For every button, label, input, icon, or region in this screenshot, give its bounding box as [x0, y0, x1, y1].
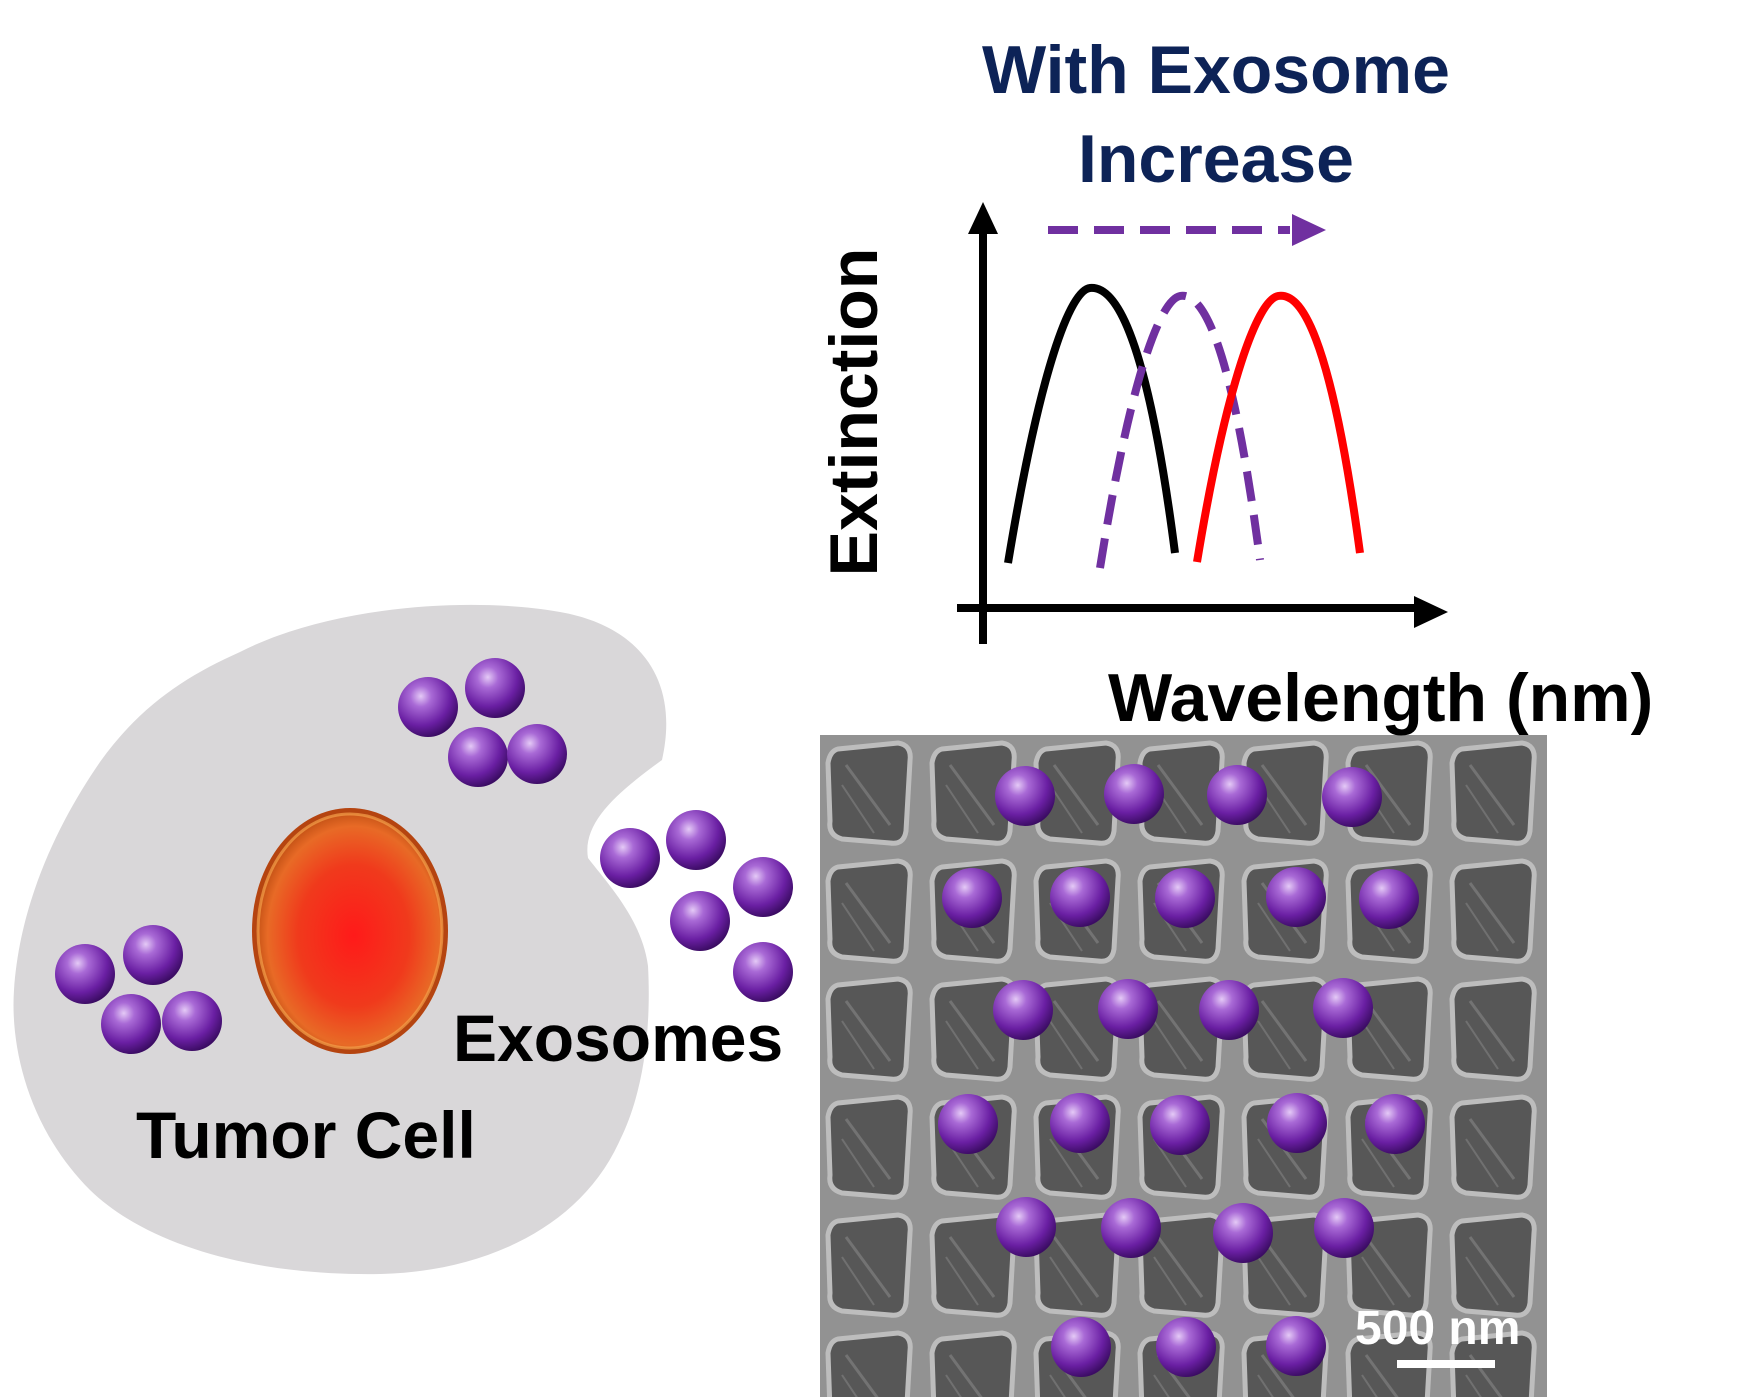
- exosome-sphere-icon: [1365, 1094, 1425, 1154]
- redshift-arrow-icon: [1048, 214, 1326, 246]
- exosome-sphere-icon: [1207, 765, 1267, 825]
- exosome-sphere-icon: [123, 925, 183, 985]
- exosome-sphere-icon: [1359, 869, 1419, 929]
- exosome-sphere-icon: [101, 994, 161, 1054]
- exosome-sphere-icon: [938, 1094, 998, 1154]
- exosome-sphere-icon: [465, 658, 525, 718]
- exosome-sphere-icon: [1267, 1093, 1327, 1153]
- x-axis-label: Wavelength (nm): [1108, 660, 1654, 736]
- exosome-sphere-icon: [1050, 867, 1110, 927]
- exosome-sphere-icon: [507, 724, 567, 784]
- exosome-sphere-icon: [1104, 764, 1164, 824]
- exosome-sphere-icon: [1156, 1317, 1216, 1377]
- exosome-sphere-icon: [670, 891, 730, 951]
- graph-title-line1: With Exosome: [982, 32, 1450, 108]
- spectrum-curve-after: [1193, 291, 1364, 563]
- exosome-sphere-icon: [1050, 1093, 1110, 1153]
- exosome-sphere-icon: [1313, 978, 1373, 1038]
- exosome-sphere-icon: [995, 766, 1055, 826]
- exosome-sphere-icon: [1322, 767, 1382, 827]
- exosome-sphere-icon: [733, 942, 793, 1002]
- scale-bar-label: 500 nm: [1355, 1302, 1521, 1355]
- exosome-cluster-top: [398, 658, 567, 787]
- exosome-sphere-icon: [1101, 1198, 1161, 1258]
- spectrum-curve-mid: [1096, 291, 1264, 569]
- exosome-sphere-icon: [996, 1197, 1056, 1257]
- exosomes-label: Exosomes: [453, 1001, 784, 1075]
- exosome-sphere-icon: [448, 727, 508, 787]
- exosome-sphere-icon: [1051, 1317, 1111, 1377]
- exosome-sphere-icon: [1155, 868, 1215, 928]
- exosome-sphere-icon: [1150, 1095, 1210, 1155]
- y-axis-label: Extinction: [816, 247, 892, 577]
- exosome-cluster-released: [600, 810, 793, 1002]
- spectrum-curve-before: [1004, 283, 1179, 564]
- exosome-sphere-icon: [55, 944, 115, 1004]
- exosome-sphere-icon: [1266, 867, 1326, 927]
- sem-nanohole-array-image: [820, 735, 1547, 1397]
- exosome-sphere-icon: [733, 857, 793, 917]
- exosome-sphere-icon: [398, 677, 458, 737]
- exosome-sphere-icon: [1199, 980, 1259, 1040]
- exosome-sphere-icon: [666, 810, 726, 870]
- tumor-cell-label: Tumor Cell: [136, 1098, 476, 1172]
- exosome-sphere-icon: [1314, 1198, 1374, 1258]
- exosome-sphere-icon: [1213, 1203, 1273, 1263]
- graph-title-line2: Increase: [1078, 121, 1354, 197]
- exosome-sphere-icon: [993, 980, 1053, 1040]
- exosome-sphere-icon: [162, 991, 222, 1051]
- nucleus-icon: [252, 808, 448, 1054]
- exosome-cluster-left: [55, 925, 222, 1054]
- graph-axes: [957, 202, 1448, 644]
- exosome-sphere-icon: [1098, 979, 1158, 1039]
- exosome-sphere-icon: [942, 868, 1002, 928]
- scale-bar: [1397, 1360, 1495, 1368]
- captured-exosomes: [938, 764, 1425, 1377]
- exosome-sphere-icon: [600, 828, 660, 888]
- exosome-sphere-icon: [1266, 1316, 1326, 1376]
